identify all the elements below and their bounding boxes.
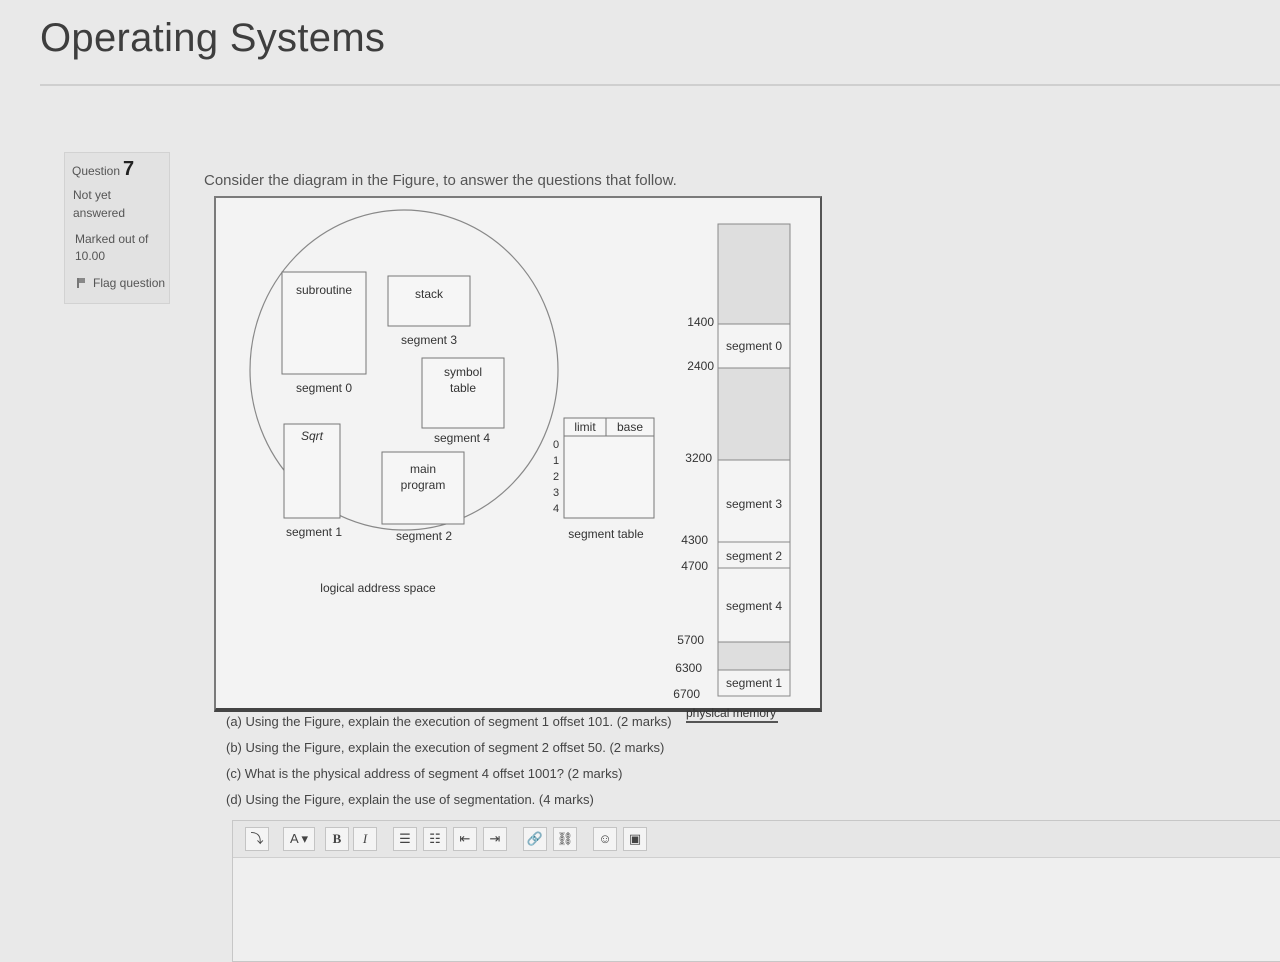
question-intro: Consider the diagram in the Figure, to a… bbox=[204, 172, 677, 189]
segment1-label: segment 1 bbox=[286, 525, 342, 539]
phys-label-seg3: segment 3 bbox=[726, 497, 782, 511]
col-base: base bbox=[617, 420, 643, 434]
phys-segment0 bbox=[717, 323, 791, 369]
answer-textarea[interactable] bbox=[233, 858, 1280, 961]
row-0: 0 bbox=[553, 439, 559, 451]
question-number: 7 bbox=[123, 158, 135, 180]
question-part-c: (c) What is the physical address of segm… bbox=[226, 766, 623, 781]
editor-toolbar: ⤵ A ▾ B I ☰ ☷ ⇤ ⇥ 🔗 ⛓ ☺ ▣ bbox=[233, 821, 1280, 858]
question-part-d: (d) Using the Figure, explain the use of… bbox=[226, 792, 594, 807]
physical-memory-caption: physical memory bbox=[686, 706, 779, 723]
outdent-button[interactable]: ⇤ bbox=[453, 827, 477, 851]
addr-1400: 1400 bbox=[687, 315, 714, 329]
flag-question-label: Flag question bbox=[93, 276, 166, 290]
question-marks-2: 10.00 bbox=[75, 249, 106, 263]
addr-5700: 5700 bbox=[677, 633, 704, 647]
phys-label-seg0: segment 0 bbox=[726, 339, 782, 353]
phys-free-top bbox=[717, 223, 791, 325]
question-label: Question bbox=[72, 164, 121, 178]
symbol-title-2: table bbox=[450, 381, 476, 395]
col-limit: limit bbox=[574, 420, 596, 434]
logical-ellipse bbox=[249, 209, 559, 531]
figure-diagram: subroutine segment 0 stack segment 3 sym… bbox=[249, 209, 791, 701]
phys-label-seg4: segment 4 bbox=[726, 599, 782, 613]
main-program-box bbox=[381, 451, 465, 525]
indent-button[interactable]: ⇥ bbox=[483, 827, 507, 851]
phys-label-seg2: segment 2 bbox=[726, 549, 782, 563]
figure-segmentation: subroutine segment 0 stack segment 3 sym… bbox=[214, 196, 822, 712]
question-part-b: (b) Using the Figure, explain the execut… bbox=[226, 740, 665, 755]
unordered-list-button[interactable]: ☰ bbox=[393, 827, 417, 851]
phys-segment2 bbox=[717, 541, 791, 569]
font-color-button[interactable]: A ▾ bbox=[283, 827, 315, 851]
question-status-1: Not yet bbox=[73, 188, 112, 202]
phys-free-2 bbox=[717, 367, 791, 461]
addr-4300: 4300 bbox=[681, 533, 708, 547]
logical-caption: logical address space bbox=[320, 581, 436, 595]
segment2-label: segment 2 bbox=[396, 529, 452, 543]
main-title-2: program bbox=[401, 478, 446, 492]
segment0-label: segment 0 bbox=[296, 381, 352, 395]
unlink-button[interactable]: ⛓ bbox=[553, 827, 577, 851]
row-4: 4 bbox=[553, 503, 559, 515]
phys-label-seg1: segment 1 bbox=[726, 676, 782, 690]
symbol-title-1: symbol bbox=[444, 365, 482, 379]
question-part-a: (a) Using the Figure, explain the execut… bbox=[226, 714, 672, 729]
link-button[interactable]: 🔗 bbox=[523, 827, 547, 851]
stack-title: stack bbox=[415, 287, 444, 301]
segment3-label: segment 3 bbox=[401, 333, 457, 347]
row-3: 3 bbox=[553, 487, 559, 499]
subroutine-box bbox=[281, 271, 367, 375]
sqrt-title: Sqrt bbox=[301, 429, 324, 443]
phys-segment1 bbox=[717, 669, 791, 697]
phys-free-3 bbox=[717, 641, 791, 671]
addr-3200: 3200 bbox=[685, 451, 712, 465]
emoticon-button[interactable]: ☺ bbox=[593, 827, 617, 851]
segment-table-body bbox=[563, 435, 655, 519]
subroutine-title: subroutine bbox=[296, 283, 352, 297]
flag-icon bbox=[77, 278, 87, 288]
phys-segment4 bbox=[717, 567, 791, 643]
row-2: 2 bbox=[553, 471, 559, 483]
question-status-2: answered bbox=[73, 206, 126, 220]
insert-image-button[interactable]: ▣ bbox=[623, 827, 647, 851]
main-title-1: main bbox=[410, 462, 436, 476]
segment-table-caption: segment table bbox=[568, 527, 644, 541]
flag-question-link[interactable]: Flag question bbox=[77, 275, 165, 291]
symbol-table-box bbox=[421, 357, 505, 429]
collapse-toolbar-button[interactable]: ⤵ bbox=[245, 827, 269, 851]
header-divider bbox=[40, 84, 1280, 86]
row-1: 1 bbox=[553, 455, 559, 467]
stack-box bbox=[387, 275, 471, 327]
addr-2400: 2400 bbox=[687, 359, 714, 373]
italic-button[interactable]: I bbox=[353, 827, 377, 851]
ordered-list-button[interactable]: ☷ bbox=[423, 827, 447, 851]
sqrt-box bbox=[283, 423, 341, 519]
phys-segment3 bbox=[717, 459, 791, 543]
bold-button[interactable]: B bbox=[325, 827, 349, 851]
answer-editor: ⤵ A ▾ B I ☰ ☷ ⇤ ⇥ 🔗 ⛓ ☺ ▣ bbox=[232, 820, 1280, 962]
segment4-label: segment 4 bbox=[434, 431, 490, 445]
addr-6700: 6700 bbox=[673, 687, 700, 701]
addr-4700: 4700 bbox=[681, 559, 708, 573]
course-title: Operating Systems bbox=[40, 16, 386, 60]
addr-6300: 6300 bbox=[675, 661, 702, 675]
question-marks-1: Marked out of bbox=[75, 232, 149, 246]
